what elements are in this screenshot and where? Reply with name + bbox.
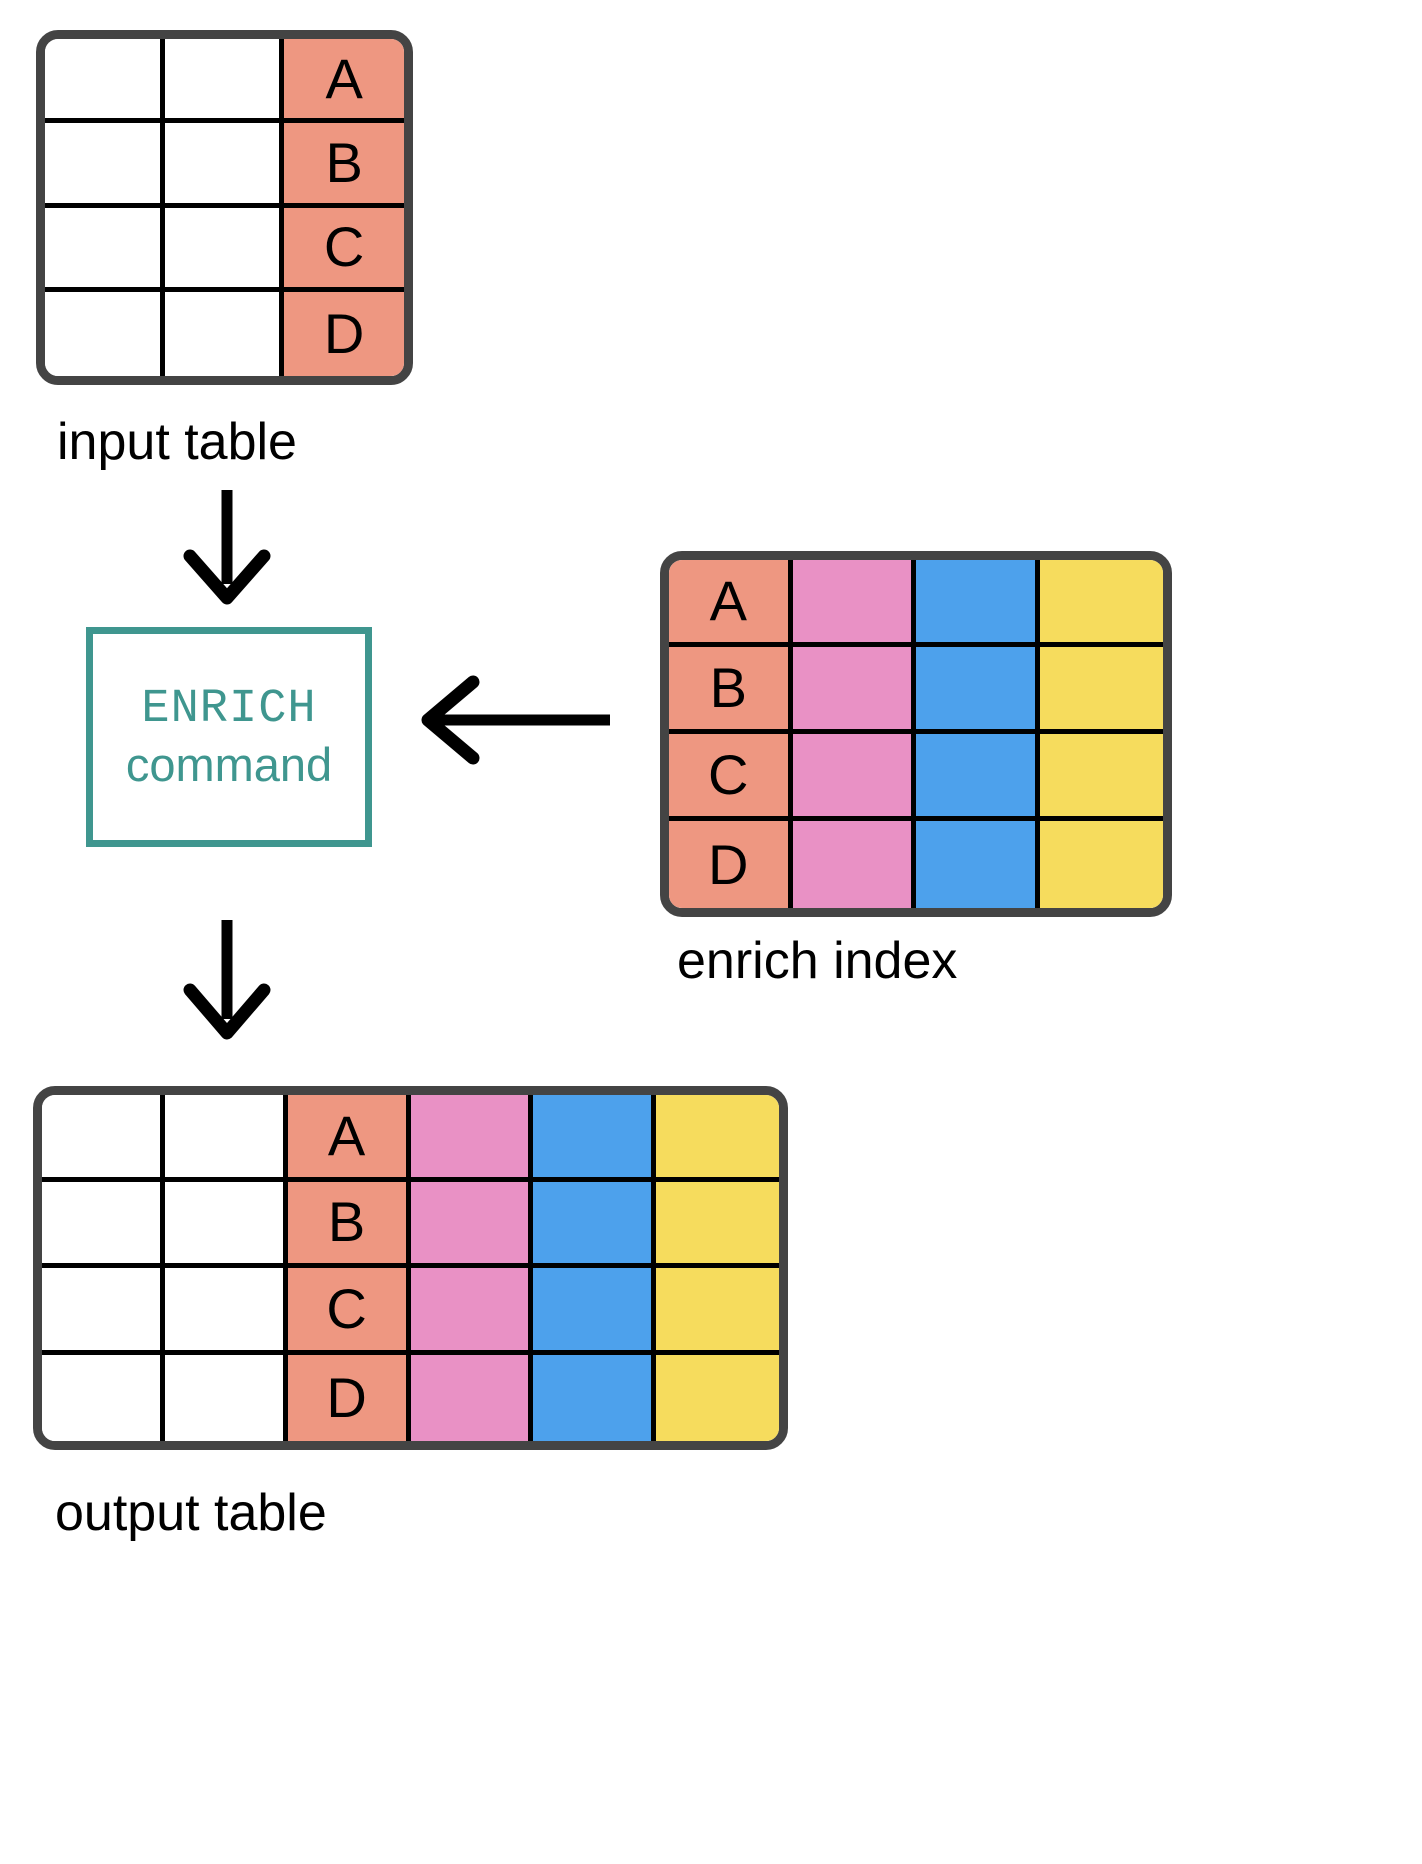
table-cell [533, 1268, 657, 1355]
table-cell [916, 734, 1040, 821]
table-cell [164, 123, 285, 208]
table-cell [164, 207, 285, 292]
input-table-caption: input table [57, 413, 297, 471]
arrow-down-command-to-output [160, 920, 295, 1045]
table-cell-key-d: D [287, 1354, 411, 1441]
command-keyword-label: ENRICH [141, 682, 317, 736]
table-cell-key-c: C [287, 1268, 411, 1355]
table-cell [42, 1095, 165, 1182]
table-cell [1039, 734, 1163, 821]
table-cell-key-d: D [284, 291, 404, 376]
table-cell [1039, 647, 1163, 734]
output-table-caption: output table [55, 1484, 327, 1542]
table-cell [916, 647, 1040, 734]
table-cell [792, 647, 916, 734]
table-cell-key-a: A [284, 39, 404, 124]
table-cell [164, 1095, 288, 1182]
table-cell [792, 560, 916, 647]
table-cell-key-d: D [669, 821, 793, 908]
table-cell [1039, 821, 1163, 908]
table-cell [164, 291, 285, 376]
table-cell [792, 734, 916, 821]
table-cell [164, 1268, 288, 1355]
table-cell [533, 1095, 657, 1182]
command-word-label: command [125, 738, 333, 791]
table-cell [42, 1181, 165, 1268]
table-cell-key-b: B [284, 123, 404, 208]
table-cell [410, 1354, 534, 1441]
table-cell [533, 1181, 657, 1268]
arrow-down-input-to-command [160, 490, 295, 610]
table-cell [45, 291, 165, 376]
table-cell-key-a: A [287, 1095, 411, 1182]
table-cell-key-b: B [669, 647, 793, 734]
table-cell-key-c: C [669, 734, 793, 821]
table-cell [164, 1354, 288, 1441]
table-cell [1039, 560, 1163, 647]
enrich-command-box[interactable]: ENRICH command [86, 627, 372, 847]
table-cell-key-b: B [287, 1181, 411, 1268]
table-cell [410, 1095, 534, 1182]
enrich-index-caption: enrich index [677, 932, 958, 990]
table-cell [656, 1095, 779, 1182]
table-cell [42, 1268, 165, 1355]
table-cell [164, 1181, 288, 1268]
table-cell [792, 821, 916, 908]
table-cell [42, 1354, 165, 1441]
table-cell [916, 821, 1040, 908]
arrow-left-index-to-command [415, 670, 610, 770]
table-cell [410, 1181, 534, 1268]
table-cell [916, 560, 1040, 647]
table-cell [410, 1268, 534, 1355]
table-cell [45, 39, 165, 124]
table-cell-key-a: A [669, 560, 793, 647]
table-cell [656, 1181, 779, 1268]
table-cell [656, 1354, 779, 1441]
table-cell-key-c: C [284, 207, 404, 292]
table-cell [164, 39, 285, 124]
table-cell [45, 123, 165, 208]
table-cell [45, 207, 165, 292]
table-cell [533, 1354, 657, 1441]
table-cell [656, 1268, 779, 1355]
